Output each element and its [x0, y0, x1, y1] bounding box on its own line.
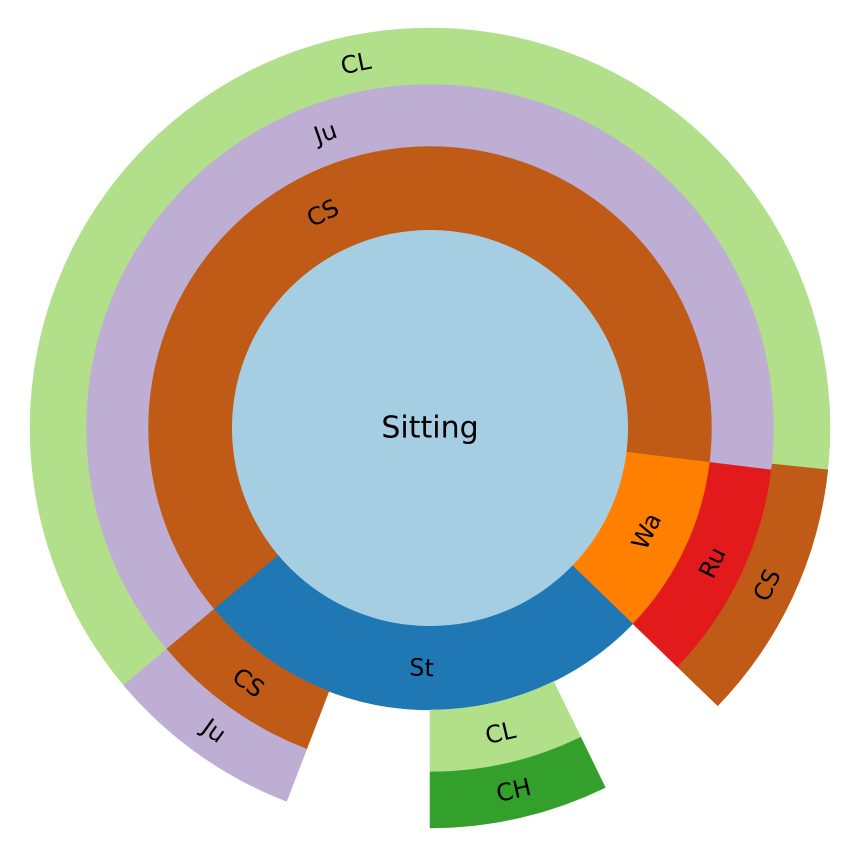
ring-segments	[29, 27, 831, 829]
segment-label-cl-depth3: CL	[338, 47, 374, 81]
root-circle	[232, 230, 628, 626]
segment-label-cl-depth2: CL	[483, 716, 519, 750]
segment-ch-depth3	[429, 736, 606, 829]
segment-label-st-depth1: St	[409, 653, 435, 682]
segment-ju-depth3	[123, 648, 308, 802]
root-label: Sitting	[381, 411, 478, 446]
segment-cs-depth3	[677, 463, 829, 707]
